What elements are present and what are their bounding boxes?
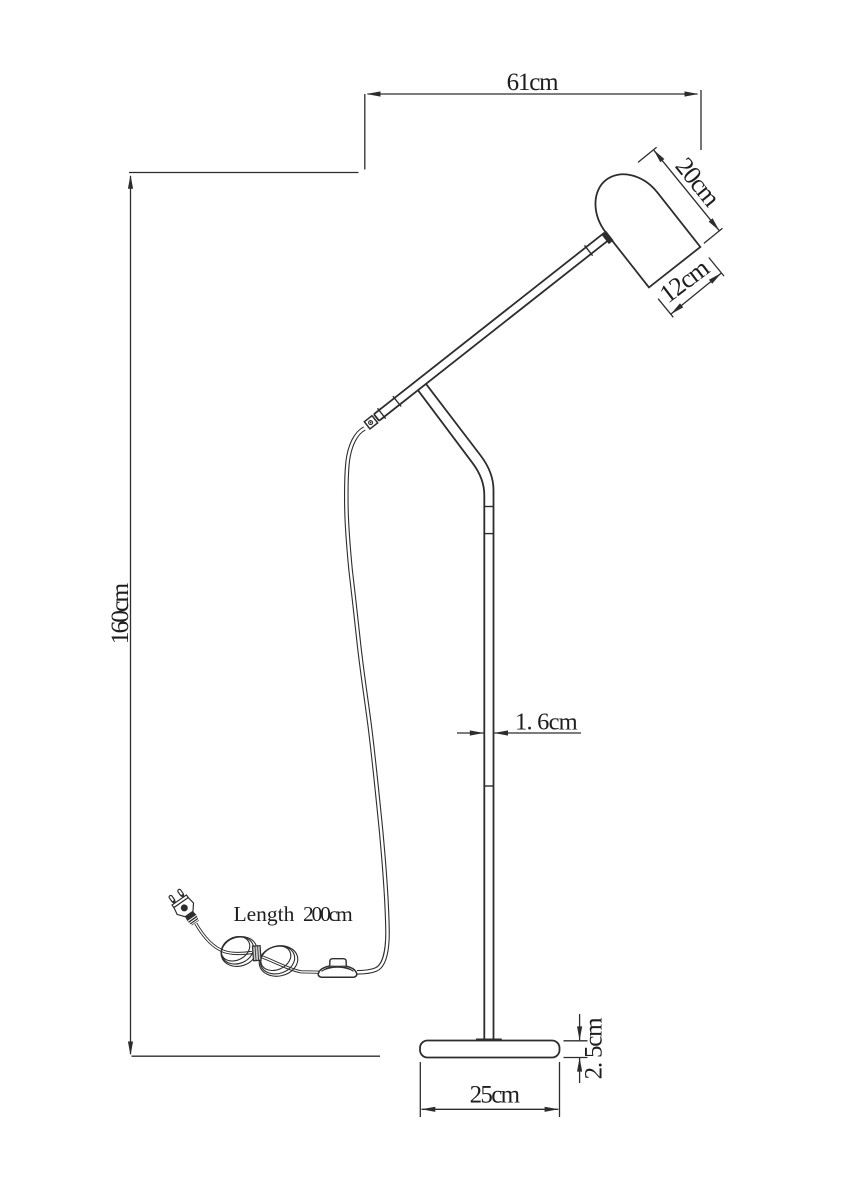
svg-text:20cm: 20cm: [670, 152, 726, 212]
svg-text:160cm: 160cm: [105, 583, 134, 645]
svg-text:1. 6cm: 1. 6cm: [515, 709, 578, 736]
svg-text:2. 5cm: 2. 5cm: [581, 1017, 608, 1080]
svg-text:200cm: 200cm: [303, 902, 353, 926]
svg-text:25cm: 25cm: [470, 1082, 521, 1109]
svg-text:Length: Length: [234, 902, 295, 926]
svg-text:61cm: 61cm: [507, 69, 559, 96]
